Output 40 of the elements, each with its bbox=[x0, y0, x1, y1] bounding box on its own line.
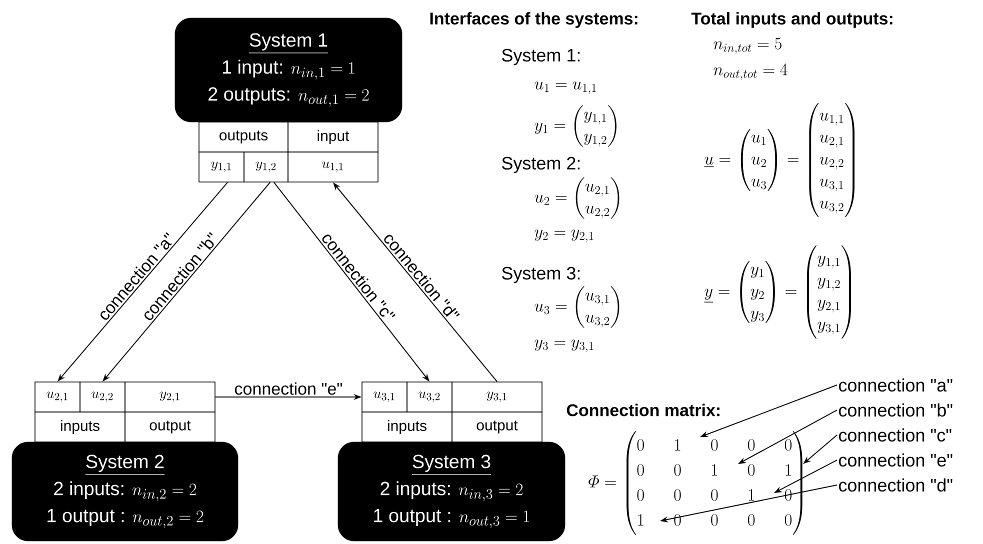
system-box: System 3 2 inputs: $n_{in,3} = 2$ 1 output : $n_{out,3} = 1$ bbox=[338, 442, 566, 542]
text-label: System 3: bbox=[502, 266, 580, 284]
formula: $n_{in,tot} = 5$ bbox=[714, 38, 782, 54]
table-cell: $u_{2,1}$ bbox=[34, 382, 80, 412]
formula: $u_3 = \begin{pmatrix}u_{3,1}\\u_{3,2}\end{pmatrix}$ bbox=[534, 286, 620, 328]
callout-label: connection "c" bbox=[838, 428, 952, 442]
table-cell: $y_{2,1}$ bbox=[124, 382, 216, 412]
table-cell: $y_{3,1}$ bbox=[452, 382, 542, 412]
table-cell: $u_{2,2}$ bbox=[80, 382, 126, 412]
table-cell: inputs bbox=[34, 412, 126, 442]
formula: $y_2 = y_{2,1}$ bbox=[534, 230, 594, 242]
text-label: System 1: bbox=[502, 48, 580, 66]
formula: $u_1 = u_{1,1}$ bbox=[534, 82, 596, 94]
formula: $u_2 = \begin{pmatrix}u_{2,1}\\u_{2,2}\end{pmatrix}$ bbox=[534, 177, 620, 219]
table-cell: inputs bbox=[362, 412, 452, 442]
table-cell: output bbox=[452, 412, 542, 442]
table-cell: $u_{3,1}$ bbox=[362, 382, 408, 412]
table-cell: output bbox=[124, 412, 216, 442]
formula: $\underline{y} = \begin{pmatrix}y_1\\y_2\\y_3\end{pmatrix} = \begin{pmatrix}y_{1,1}\\y_{1,2}\\y_{2,1}\\y_{3,1}\end{pmatrix}$ bbox=[704, 245, 851, 339]
formula: $n_{out,tot} = 4$ bbox=[714, 64, 788, 80]
formula: $y_3 = y_{3,1}$ bbox=[534, 340, 594, 352]
callout-label: connection "e" bbox=[838, 453, 952, 467]
table-cell: outputs bbox=[198, 122, 288, 152]
heading: Total inputs and outputs: bbox=[691, 12, 892, 28]
table-cell: $y_{1,2}$ bbox=[244, 152, 288, 182]
table-cell: $u_{1,1}$ bbox=[288, 152, 378, 182]
callout-label: connection "d" bbox=[838, 478, 952, 492]
table-cell: $u_{3,2}$ bbox=[406, 382, 452, 412]
formula: $\underline{u} = \begin{pmatrix}u_1\\u_2\\u_3\end{pmatrix} = \begin{pmatrix}u_{1,1}\\u_{2,1}\\u_{2,2}\\u_{3,1}\\u_{3,2}\end{pmatrix}$ bbox=[704, 103, 854, 217]
system-box: System 2 2 inputs: $n_{in,2} = 2$ 1 output : $n_{out,2} = 2$ bbox=[12, 442, 238, 542]
system-box: System 1 1 input: $n_{in,1} = 1$ 2 outputs: $n_{out,1} = 2$ bbox=[174, 18, 402, 122]
edge-label: connection "e" bbox=[233, 381, 344, 396]
table-cell: input bbox=[288, 122, 378, 152]
table-cell: $y_{1,1}$ bbox=[198, 152, 244, 182]
heading: Connection matrix: bbox=[566, 404, 720, 416]
heading: Interfaces of the systems: bbox=[430, 12, 638, 28]
text-label: System 2: bbox=[502, 156, 580, 174]
callout-label: connection "b" bbox=[838, 403, 952, 417]
callout-label: connection "a" bbox=[838, 378, 952, 392]
formula: $y_1 = \begin{pmatrix}y_{1,1}\\y_{1,2}\end{pmatrix}$ bbox=[534, 105, 616, 147]
